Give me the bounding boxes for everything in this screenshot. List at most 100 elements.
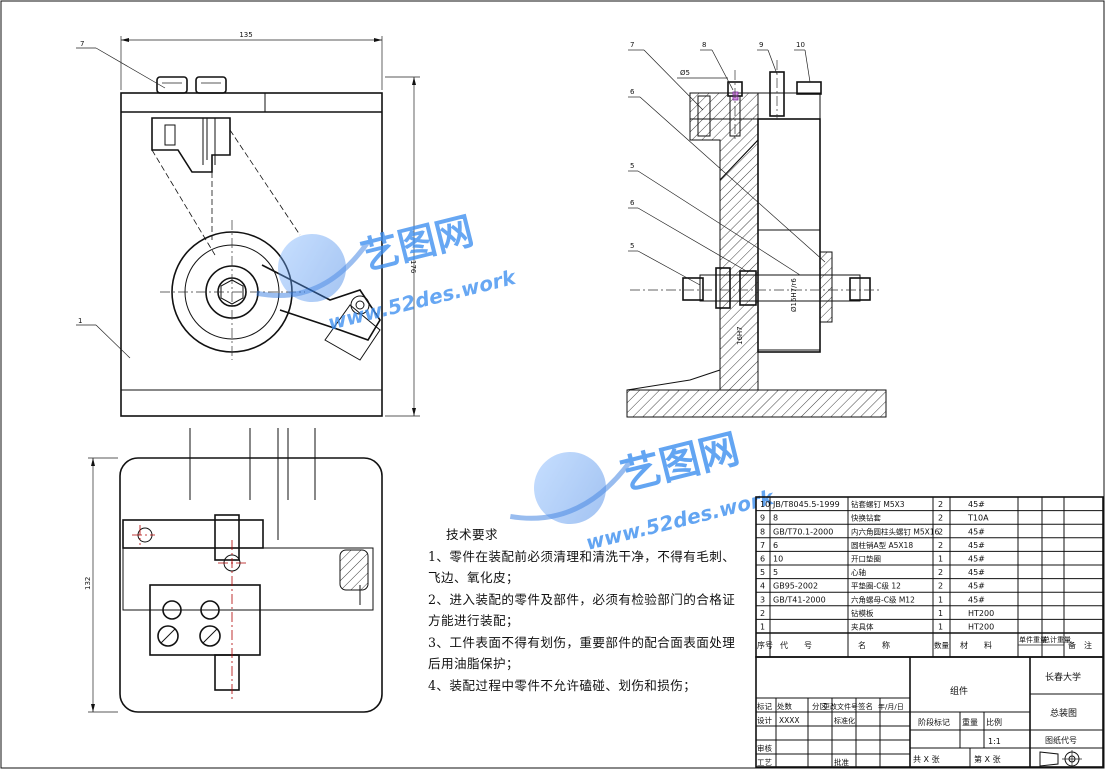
tb-design-label: 设计: [757, 715, 772, 725]
parts-cell-name: 内六角圆柱头螺钉 M5X16: [851, 526, 940, 536]
tech-item-4: 4、装配过程中零件不允许磕碰、划伤和损伤；: [428, 677, 697, 693]
parts-cell-code: 5: [773, 568, 778, 577]
parts-cell-no: 10: [760, 500, 770, 509]
parts-cell-qty: 2: [938, 500, 943, 509]
svg-text:分区: 分区: [812, 702, 827, 711]
parts-cell-code: JB/T8045.5-1999: [772, 500, 840, 509]
section-view: Ø5 Ø16H7/r6 16H7 7 8 9 10 6 5 6: [626, 41, 887, 418]
section-base: [626, 389, 887, 418]
top-screw-head-right: [195, 76, 227, 94]
section-wheel: [757, 118, 821, 353]
svg-text:6: 6: [630, 88, 635, 96]
dim-height-176: 176: [409, 260, 417, 274]
parts-cell-no: 5: [760, 568, 765, 577]
tech-item-3: 3、工件表面不得有划伤，重要部件的配合面表面处理后用油脂保护；: [428, 634, 736, 672]
tech-item-1: 1、零件在装配前必须清理和清洗干净，不得有毛刺、飞边、氧化皮；: [428, 548, 736, 586]
tech-requirements: 技术要求 1、零件在装配前必须清理和清洗干净，不得有毛刺、飞边、氧化皮； 2、进…: [428, 524, 740, 696]
parts-cell-material: 45#: [968, 500, 985, 509]
front-body-outline: [120, 92, 383, 417]
parts-cell-no: 2: [760, 609, 765, 618]
tb-scale: 1:1: [988, 737, 1001, 746]
dim-phi5: Ø5: [680, 69, 690, 77]
parts-cell-material: T10A: [967, 514, 989, 523]
parts-cell-code: GB/T41-2000: [773, 595, 826, 604]
top-view-body: [119, 457, 383, 713]
parts-cell-material: 45#: [968, 568, 985, 577]
tb-sheet-total: 共 X 张: [913, 755, 940, 764]
front-view: 135 176 7 1: [76, 31, 420, 417]
hdr-qty: 数量: [934, 640, 949, 650]
tb-drawing-code: 图纸代号: [1045, 735, 1077, 745]
tb-stage: 阶段标记: [918, 717, 950, 727]
tb-assembly: 组件: [950, 685, 968, 697]
parts-cell-qty: 1: [938, 623, 943, 632]
parts-cell-qty: 2: [938, 568, 943, 577]
section-shaft: [699, 274, 861, 302]
dim-cut-fit: 16H7: [736, 326, 744, 345]
parts-cell-qty: 1: [938, 555, 943, 564]
hdr-material: 材 料: [960, 640, 992, 650]
parts-cell-name: 钻模板: [851, 608, 874, 618]
parts-cell-material: HT200: [968, 609, 994, 618]
svg-text:标准化: 标准化: [834, 716, 855, 725]
hdr-name: 名 称: [858, 640, 890, 650]
parts-cell-no: 1: [760, 623, 765, 632]
parts-cell-material: 45#: [968, 541, 985, 550]
tb-school: 长春大学: [1045, 671, 1081, 683]
tb-scale-label: 比例: [986, 717, 1002, 727]
parts-cell-code: GB95-2002: [773, 582, 818, 591]
balloon-front-7: 7: [80, 40, 84, 48]
parts-cell-no: 9: [760, 514, 765, 523]
parts-cell-no: 7: [760, 541, 765, 550]
svg-text:5: 5: [630, 242, 634, 250]
parts-cell-name: 平垫圈-C级 12: [851, 581, 901, 591]
top-view: 132: [84, 428, 383, 713]
svg-text:处数: 处数: [777, 701, 792, 711]
dim-pin-fit: Ø16H7/r6: [790, 278, 798, 312]
parts-cell-name: 圆柱销A型 A5X18: [851, 540, 913, 550]
hdr-unit-weight: 单件重量: [1019, 635, 1047, 644]
svg-text:批准: 批准: [834, 757, 849, 767]
hdr-no: 序号: [757, 640, 773, 650]
parts-cell-qty: 2: [938, 541, 943, 550]
parts-cell-name: 钻套螺钉 M5X3: [851, 499, 905, 509]
parts-cell-material: HT200: [968, 623, 994, 632]
parts-cell-no: 4: [760, 582, 765, 591]
parts-cell-qty: 2: [938, 527, 943, 536]
parts-cell-name: 心轴: [851, 567, 866, 577]
tb-weight: 重量: [962, 717, 978, 727]
svg-text:审核: 审核: [757, 743, 772, 753]
parts-cell-name: 六角螺母-C级 M12: [851, 594, 915, 604]
watermark-url-upper: www.52des.work: [325, 265, 519, 335]
svg-text:年/月/日: 年/月/日: [878, 702, 904, 711]
tb-designer: XXXX: [779, 716, 800, 725]
tb-drawing-name: 总装图: [1050, 707, 1077, 719]
section-balloons: 7 8 9 10 6 5 6 5: [628, 41, 826, 286]
parts-cell-name: 夹具体: [851, 622, 874, 632]
svg-text:9: 9: [759, 41, 763, 49]
parts-cell-code: GB/T70.1-2000: [773, 527, 833, 536]
parts-cell-code: 6: [773, 541, 778, 550]
svg-text:5: 5: [630, 162, 634, 170]
parts-cell-qty: 2: [938, 514, 943, 523]
dim-width-135: 135: [239, 31, 252, 39]
parts-cell-name: 开口垫圈: [851, 554, 881, 564]
parts-cell-qty: 1: [938, 609, 943, 618]
parts-cell-code: 10: [773, 555, 783, 564]
projection-symbol-icon: [1039, 750, 1082, 768]
hdr-code: 代 号: [780, 640, 812, 650]
title-block: 组件 长春大学 总装图 图纸代号 阶段标记 重量 比例 1:1 共 X 张 第 …: [755, 656, 1104, 768]
svg-text:工艺: 工艺: [757, 758, 772, 767]
svg-text:10: 10: [796, 41, 805, 49]
parts-cell-material: 45#: [968, 555, 985, 564]
parts-cell-no: 8: [760, 527, 765, 536]
top-screw-head-left: [156, 76, 188, 94]
dim-top-132: 132: [84, 577, 92, 590]
svg-text:标记: 标记: [757, 701, 772, 711]
section-upright: [719, 138, 759, 391]
parts-cell-qty: 2: [938, 582, 943, 591]
svg-text:7: 7: [630, 41, 634, 49]
